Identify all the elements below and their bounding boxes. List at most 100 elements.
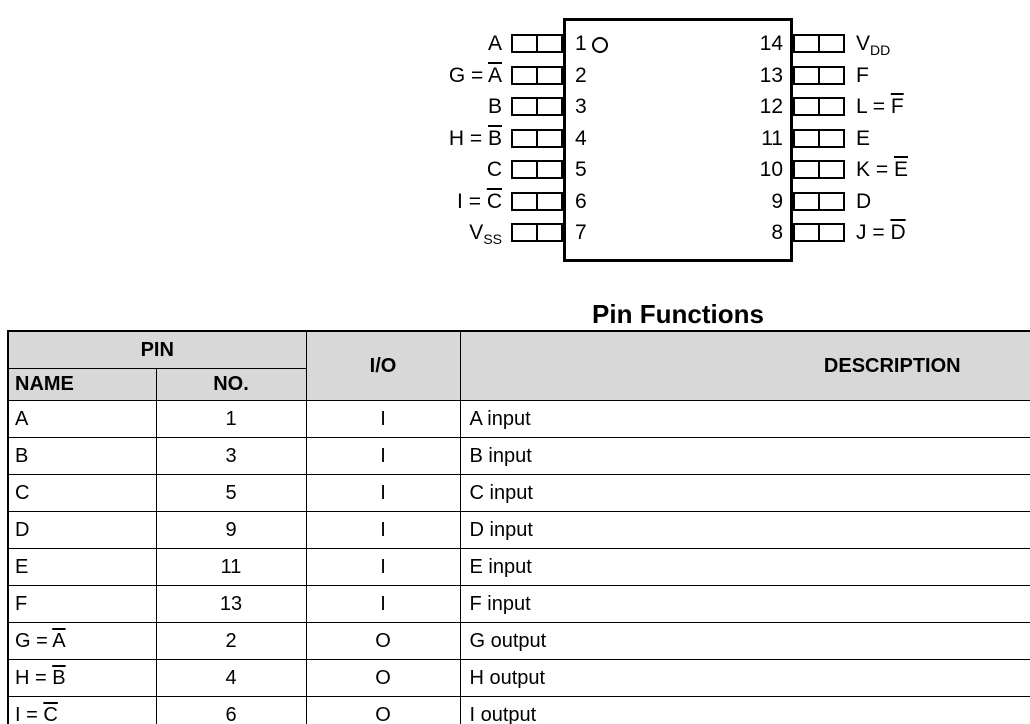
pin-row-14: 14 VDD [0,32,1030,58]
table-row: B 3 I B input [7,437,1030,475]
pin-row-13: 13 F [0,64,1030,88]
cell-io: I [305,548,461,586]
pin-row-12: 12 L = F [0,95,1030,119]
cell-name: D [7,511,157,549]
pin-label-sub: DD [870,42,891,59]
table-row: A 1 I A input [7,400,1030,438]
pin-label-overline: B [487,127,502,150]
pin-lead [793,223,845,242]
cell-no: 2 [155,622,307,660]
table-title: Pin Functions [592,299,764,329]
cell-name-text: A [15,407,29,430]
pin-number: 14 [759,32,783,55]
pin-label: D [856,190,871,220]
pin-label-text: K = [856,158,894,181]
table-row: I = C 6 O I output [7,696,1030,724]
cell-description: G output [459,622,1030,660]
pin-lead [511,66,563,85]
pin-label: VDD [856,32,890,62]
pin-number: 5 [575,158,587,181]
pin-lead [793,97,845,116]
table-header-row-1: PIN I/O DESCRIPTION [7,330,1030,401]
pin-number: 3 [575,95,587,118]
pin-number: 4 [575,127,587,150]
cell-io: I [305,400,461,438]
pin-lead [793,129,845,148]
table-row: D 9 I D input [7,511,1030,549]
pin-label-overline: A [487,64,502,87]
pin-label-text: H = [448,127,488,150]
pin-label: H = B [330,127,502,157]
pin-number: 2 [575,64,587,87]
table-row: C 5 I C input [7,474,1030,512]
cell-no: 1 [155,400,307,438]
pin-label-overline: D [890,221,906,244]
pin-label-text: L = [856,95,891,118]
pin-functions-table: PIN I/O DESCRIPTION NAME NO. A 1 I A inp… [7,330,1030,724]
pin-label-overline: F [890,95,904,118]
pin-number: 8 [771,221,783,244]
pin1-notch-circle-icon [592,37,608,53]
cell-io: I [305,585,461,623]
pin-row-8: 8 J = D [0,221,1030,245]
pin-row-5: C 5 [0,158,1030,182]
pin-label-text: V [856,32,871,55]
pin-row-4: H = B 4 [0,127,1030,151]
ic-package-outline [563,18,793,262]
cell-no: 5 [155,474,307,512]
pin-lead [511,34,563,53]
pin-lead [793,34,845,53]
pin-label: F [856,64,869,94]
header-io: I/O [305,330,461,401]
cell-name-overline: C [43,703,58,724]
pin-label: K = E [856,158,908,188]
cell-io: O [305,696,461,724]
pin-label-overline: E [893,158,908,181]
cell-name-text: C [15,481,30,504]
table-row: H = B 4 O H output [7,659,1030,697]
cell-name-overline: B [52,666,66,689]
pin-label-text: B [487,95,502,118]
cell-name: A [7,400,157,438]
cell-no: 11 [155,548,307,586]
pin-number: 13 [759,64,783,87]
pin-number: 9 [771,190,783,213]
cell-io: I [305,437,461,475]
pin-row-9: 9 D [0,190,1030,214]
pin-row-7: VSS 7 [0,221,1030,248]
pin-row-1: A 1 [0,32,1030,56]
pin-label-text: E [856,127,871,150]
pin-number: 7 [575,221,587,244]
table-header-row-2: NAME NO. [7,368,1030,401]
cell-name: G = A [7,622,157,660]
pin-label-text: G = [448,64,488,87]
cell-name-text: B [15,444,29,467]
pin-label-overline: C [486,190,502,213]
pin-label: I = C [330,190,502,220]
cell-no: 3 [155,437,307,475]
cell-description: F input [459,585,1030,623]
cell-name: C [7,474,157,512]
pin-label-text: C [486,158,502,181]
table-row: G = A 2 O G output [7,622,1030,660]
pin-number: 6 [575,190,587,213]
pin-number: 11 [761,127,783,150]
pin-label-text: F [856,64,869,87]
pin-label: L = F [856,95,904,125]
pin-row-3: B 3 [0,95,1030,119]
cell-no: 4 [155,659,307,697]
cell-name: E [7,548,157,586]
cell-name-text: H = [15,666,53,689]
pin-label-sub: SS [483,231,502,248]
pin-label-text: D [856,190,872,213]
cell-io: I [305,511,461,549]
cell-name-text: I = [15,703,44,724]
pin-lead [793,192,845,211]
cell-io: O [305,622,461,660]
pin-lead [511,223,563,242]
pin-number: 12 [759,95,783,118]
cell-name: B [7,437,157,475]
pin-label: C [330,158,502,188]
pin-row-11: 11 E [0,127,1030,151]
